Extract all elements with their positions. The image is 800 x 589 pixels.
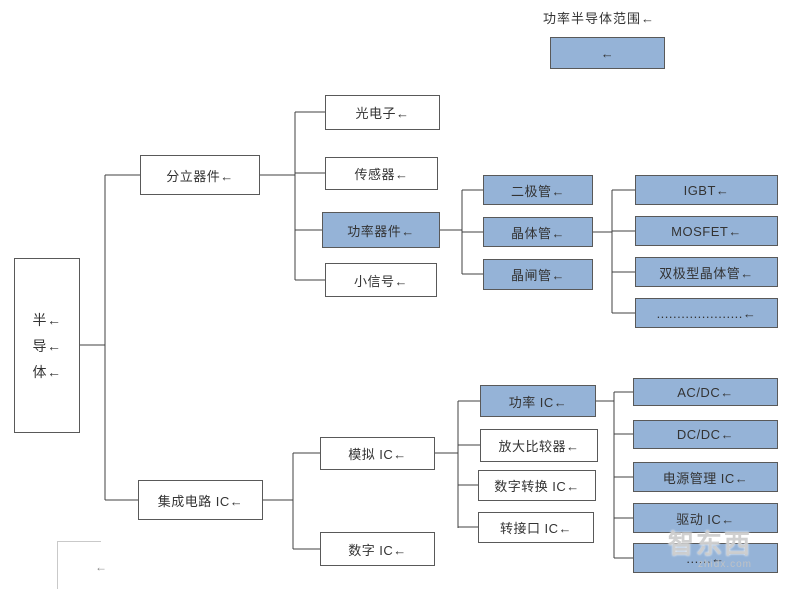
node-digital-ic: 数字 IC← [320, 532, 435, 566]
cropped-box-fragment [57, 541, 101, 589]
node-discrete-devices: 分立器件← [140, 155, 260, 195]
node-diode: 二极管← [483, 175, 593, 205]
node-thyristor: 晶闸管← [483, 259, 593, 290]
node-amplifier-comparator: 放大比较器← [480, 429, 598, 462]
node-small-signal: 小信号← [325, 263, 437, 297]
node-power-management-ic: 电源管理 IC← [633, 462, 778, 492]
node-optoelectronics: 光电子← [325, 95, 440, 130]
node-transistor: 晶体管← [483, 217, 593, 247]
node-igbt: IGBT← [635, 175, 778, 205]
node-semiconductor-line3: 体← [32, 363, 62, 380]
node-bipolar-transistor: 双极型晶体管← [635, 257, 778, 287]
node-semiconductor-line2: 导← [32, 337, 62, 354]
node-acdc: AC/DC← [633, 378, 778, 406]
legend-title: 功率半导体范围← [543, 11, 656, 26]
node-power-ic: 功率 IC← [480, 385, 596, 417]
node-interface-ic: 转接口 IC← [478, 512, 594, 543]
node-sensor: 传感器← [325, 157, 438, 190]
node-dcdc: DC/DC← [633, 420, 778, 449]
node-semiconductor-line1: 半← [32, 311, 62, 328]
node-mosfet: MOSFET← [635, 216, 778, 246]
paragraph-mark: ← [95, 560, 107, 574]
node-analog-ic: 模拟 IC← [320, 437, 435, 470]
node-transistor-more: .....................← [635, 298, 778, 328]
node-driver-ic: 驱动 IC← [633, 503, 778, 533]
node-power-ic-more: ......← [633, 543, 778, 573]
node-semiconductor: 半← 导← 体← [14, 258, 80, 433]
legend-box: ← [550, 37, 665, 69]
node-digital-converter-ic: 数字转换 IC← [478, 470, 596, 501]
node-integrated-circuit: 集成电路 IC← [138, 480, 263, 520]
node-power-device: 功率器件← [322, 212, 440, 248]
